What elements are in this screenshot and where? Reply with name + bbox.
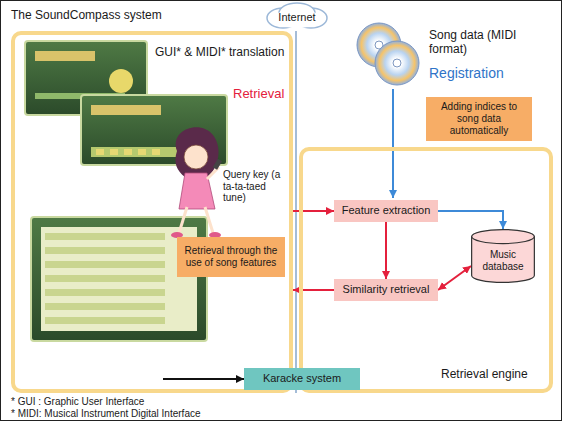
flow-arrow: [163, 378, 244, 380]
footnote: * GUI : Graphic User Interface: [11, 396, 411, 408]
process-box: Feature extraction: [334, 200, 438, 222]
feature-note-box: Retrieval through the use of song featur…: [177, 237, 285, 277]
system-box: Karacke system: [244, 368, 360, 390]
box-label: Adding indices to song data automaticall…: [431, 101, 527, 137]
box-label: Retrieval through the use of song featur…: [182, 245, 280, 269]
flow-arrow: [438, 266, 471, 290]
box-label: Music database: [476, 249, 530, 273]
panel-heading: GUI* & MIDI* translation: [155, 45, 289, 59]
database-cylinder: Music database: [471, 229, 535, 283]
registration-arrow: [392, 89, 394, 198]
flow-arrow: [438, 211, 503, 229]
box-label: Feature extraction: [342, 204, 431, 217]
process-box: Similarity retrieval: [334, 279, 438, 301]
flow-arrow: [385, 222, 387, 279]
screenshot: [31, 217, 207, 341]
internet-cloud: [267, 3, 327, 28]
query-label: Query key (a ta-ta-taed tune): [223, 169, 291, 204]
flow-label: Registration: [429, 65, 549, 81]
panel-heading: Retrieval engine: [441, 367, 547, 381]
box-label: Similarity retrieval: [343, 283, 430, 296]
singer-figure: [171, 127, 222, 238]
engine-panel: Retrieval engine Feature extractionMusic …: [299, 147, 553, 393]
data-label: Song data (MIDI format): [429, 29, 549, 57]
footnote: * MIDI: Musical Instrument Digital Inter…: [11, 408, 411, 420]
gui-panel: GUI* & MIDI* translationRetrieval throug…: [11, 31, 293, 393]
flow-label: Retrieval: [233, 87, 291, 102]
box-label: Karacke system: [263, 372, 341, 385]
song-disc: [357, 23, 419, 85]
indexing-note-box: Adding indices to song data automaticall…: [426, 97, 532, 141]
diagram-title: The SoundCompass system: [11, 8, 162, 22]
network-label: Internet: [271, 11, 323, 24]
